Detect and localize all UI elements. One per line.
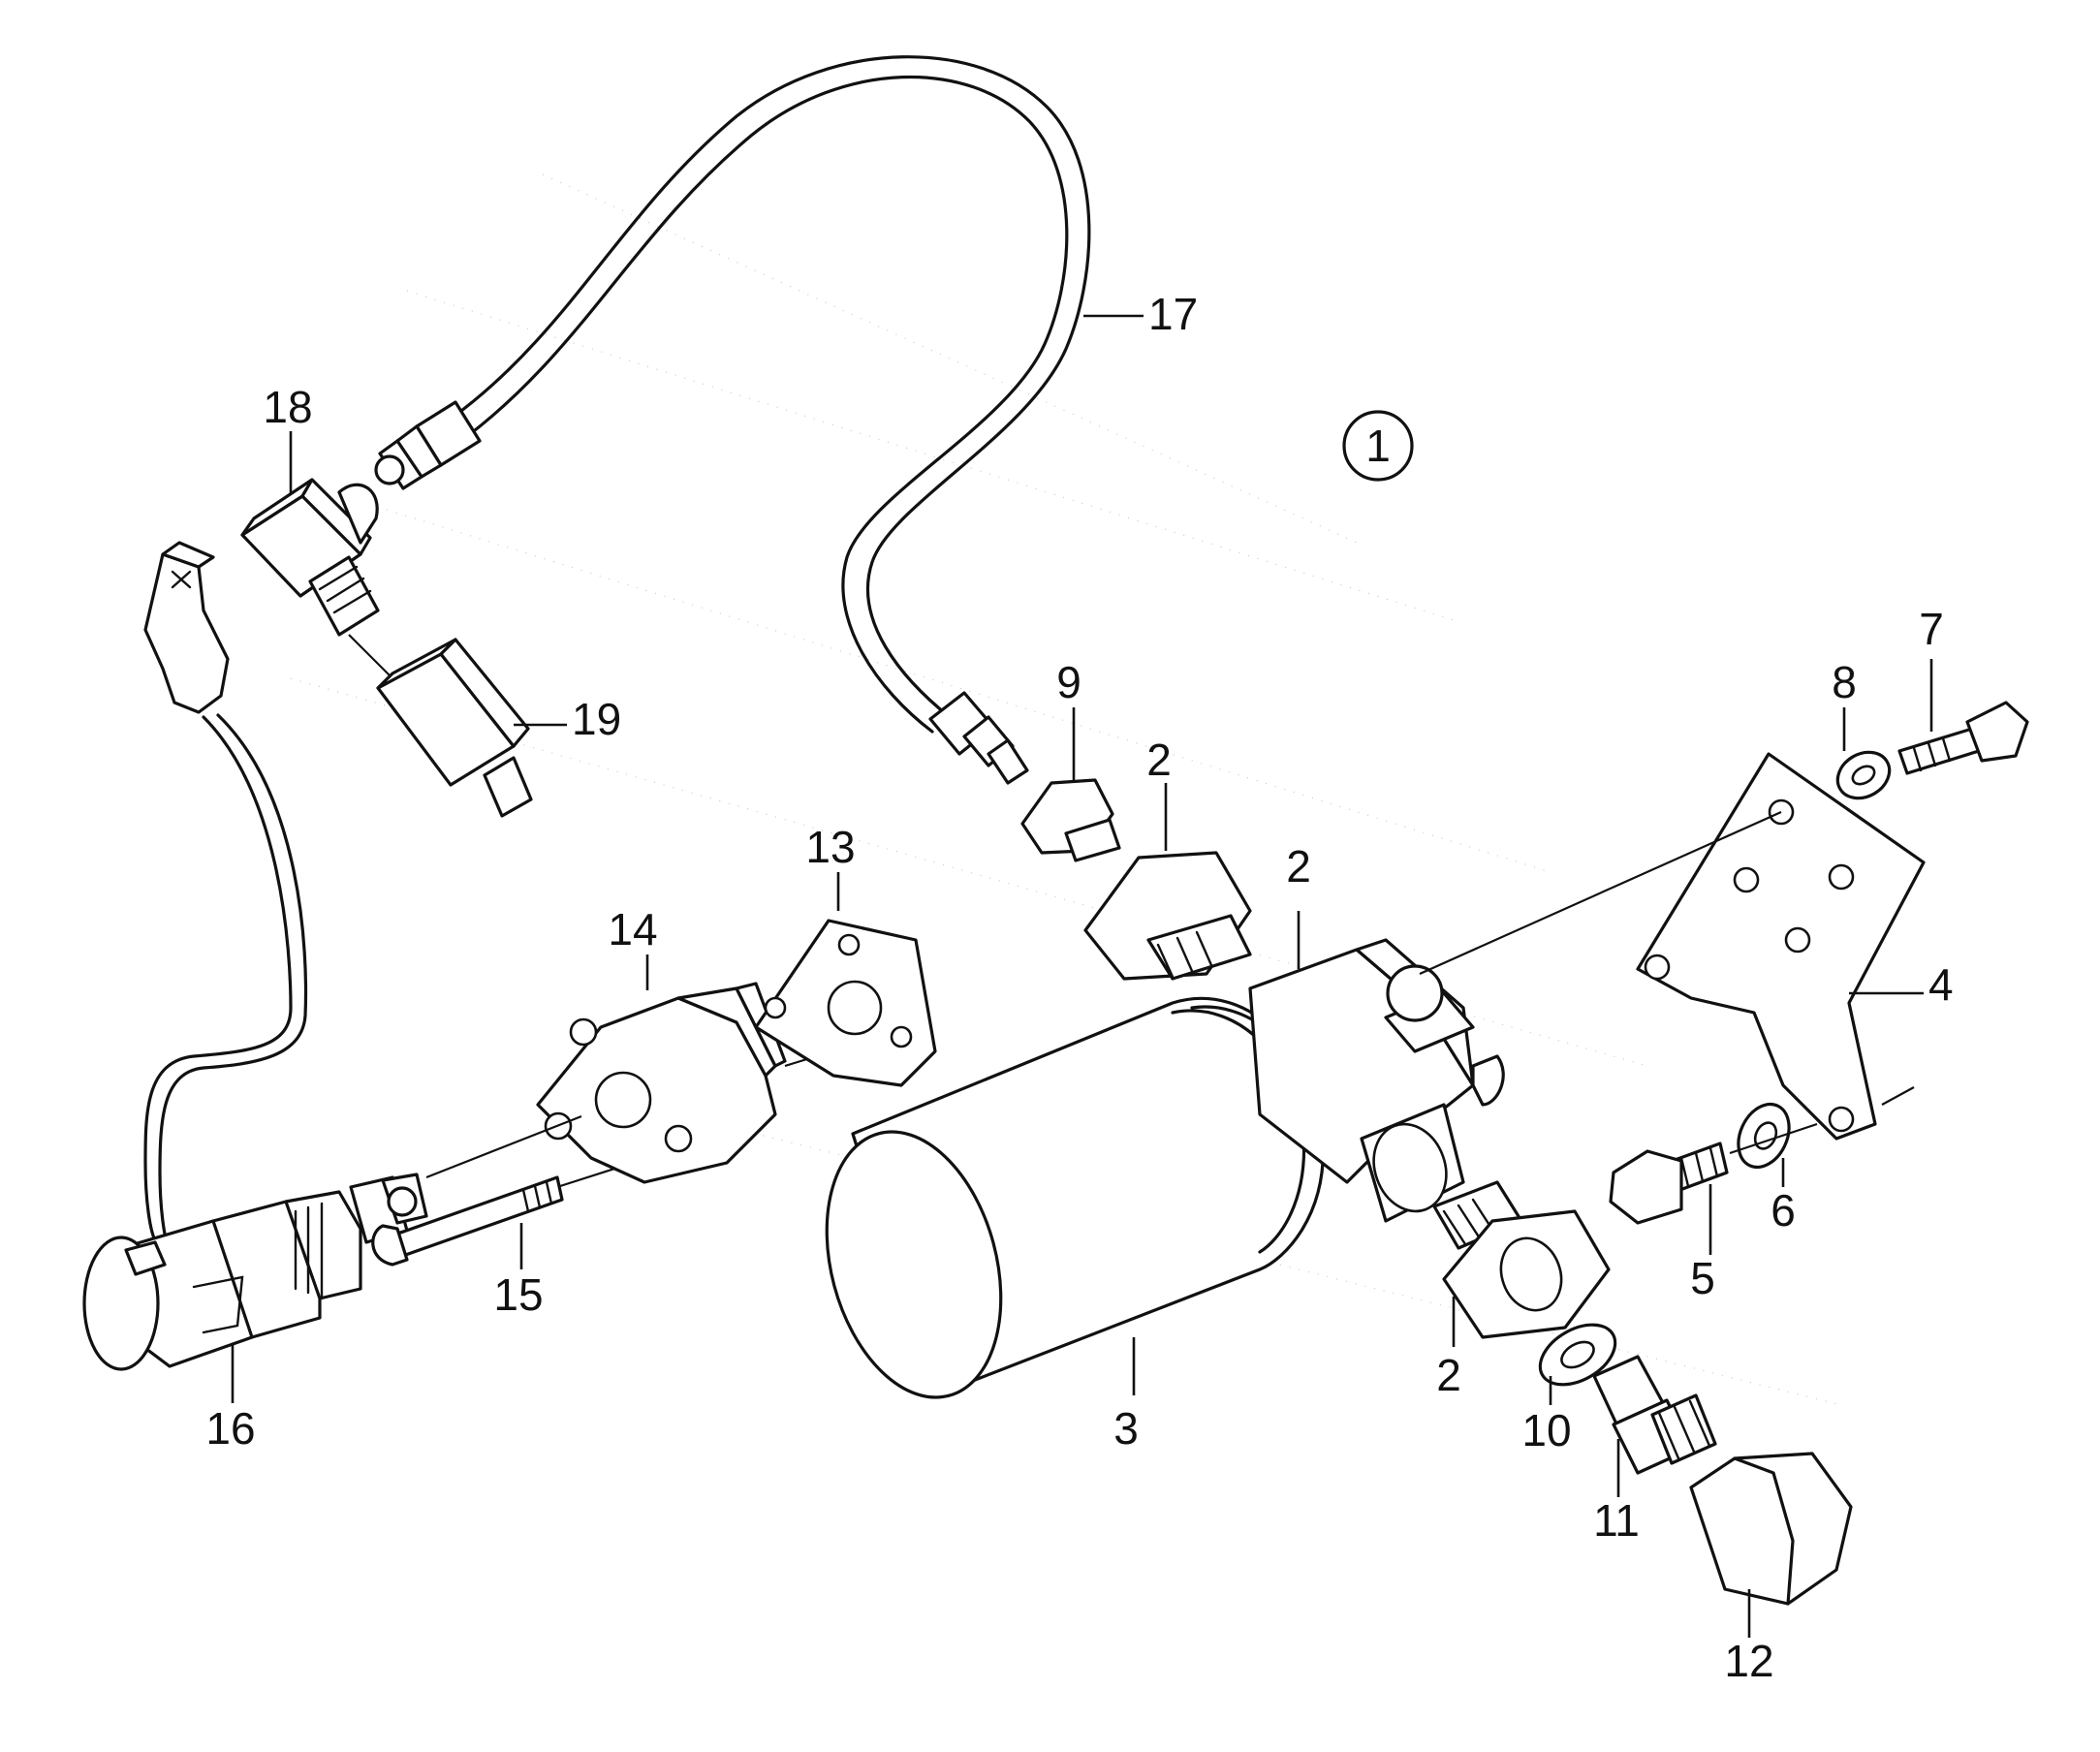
callout-2-b: 2 bbox=[1286, 841, 1311, 892]
angle-fitting-18 bbox=[240, 431, 380, 637]
callout-16: 16 bbox=[205, 1403, 255, 1454]
callout-7: 7 bbox=[1919, 604, 1944, 654]
bolt-7 bbox=[1897, 659, 2029, 775]
callout-10: 10 bbox=[1521, 1405, 1571, 1455]
callout-13: 13 bbox=[805, 822, 855, 872]
callout-2-a: 2 bbox=[1146, 735, 1172, 785]
adapter-19 bbox=[348, 634, 567, 818]
bracket-4 bbox=[1419, 752, 1926, 1141]
bolt-5 bbox=[1609, 1122, 1818, 1255]
callout-6: 6 bbox=[1771, 1185, 1796, 1236]
washer-6 bbox=[1737, 1102, 1791, 1187]
callout-5: 5 bbox=[1690, 1253, 1715, 1303]
nipple-11 bbox=[1592, 1355, 1717, 1497]
filter-head-block bbox=[1248, 938, 1505, 1223]
callout-12: 12 bbox=[1724, 1636, 1773, 1686]
callout-18: 18 bbox=[263, 382, 312, 432]
callout-4: 4 bbox=[1928, 959, 1954, 1010]
view-marker: 1 bbox=[1342, 410, 1414, 482]
washer-10 bbox=[1538, 1323, 1617, 1405]
union-nut-2-bottom bbox=[1432, 1180, 1611, 1347]
solenoid-16 bbox=[82, 541, 428, 1403]
small-nut-9 bbox=[1020, 707, 1121, 862]
callout-2-c: 2 bbox=[1436, 1350, 1461, 1400]
washer-8 bbox=[1835, 707, 1892, 800]
callout-3: 3 bbox=[1113, 1403, 1139, 1454]
large-nut-2-top bbox=[1083, 783, 1252, 981]
callout-labels: 2 2 2 2 3 4 5 6 7 8 9 10 11 12 13 14 15 … bbox=[205, 289, 1953, 1686]
callout-9: 9 bbox=[1056, 657, 1081, 707]
view-marker-label: 1 bbox=[1365, 421, 1391, 471]
hose-end-fitting-top bbox=[374, 400, 482, 490]
callout-17: 17 bbox=[1148, 289, 1198, 339]
hose-17 bbox=[374, 55, 1144, 785]
gasket-13 bbox=[754, 872, 937, 1087]
cap-12 bbox=[1689, 1452, 1853, 1638]
callout-8: 8 bbox=[1832, 657, 1857, 707]
callout-14: 14 bbox=[608, 904, 657, 954]
bolt-15 bbox=[371, 1146, 679, 1269]
callout-11: 11 bbox=[1593, 1495, 1640, 1546]
callout-15: 15 bbox=[493, 1269, 543, 1320]
callout-19: 19 bbox=[572, 694, 621, 744]
hose-end-fitting-bottom bbox=[928, 691, 1029, 785]
